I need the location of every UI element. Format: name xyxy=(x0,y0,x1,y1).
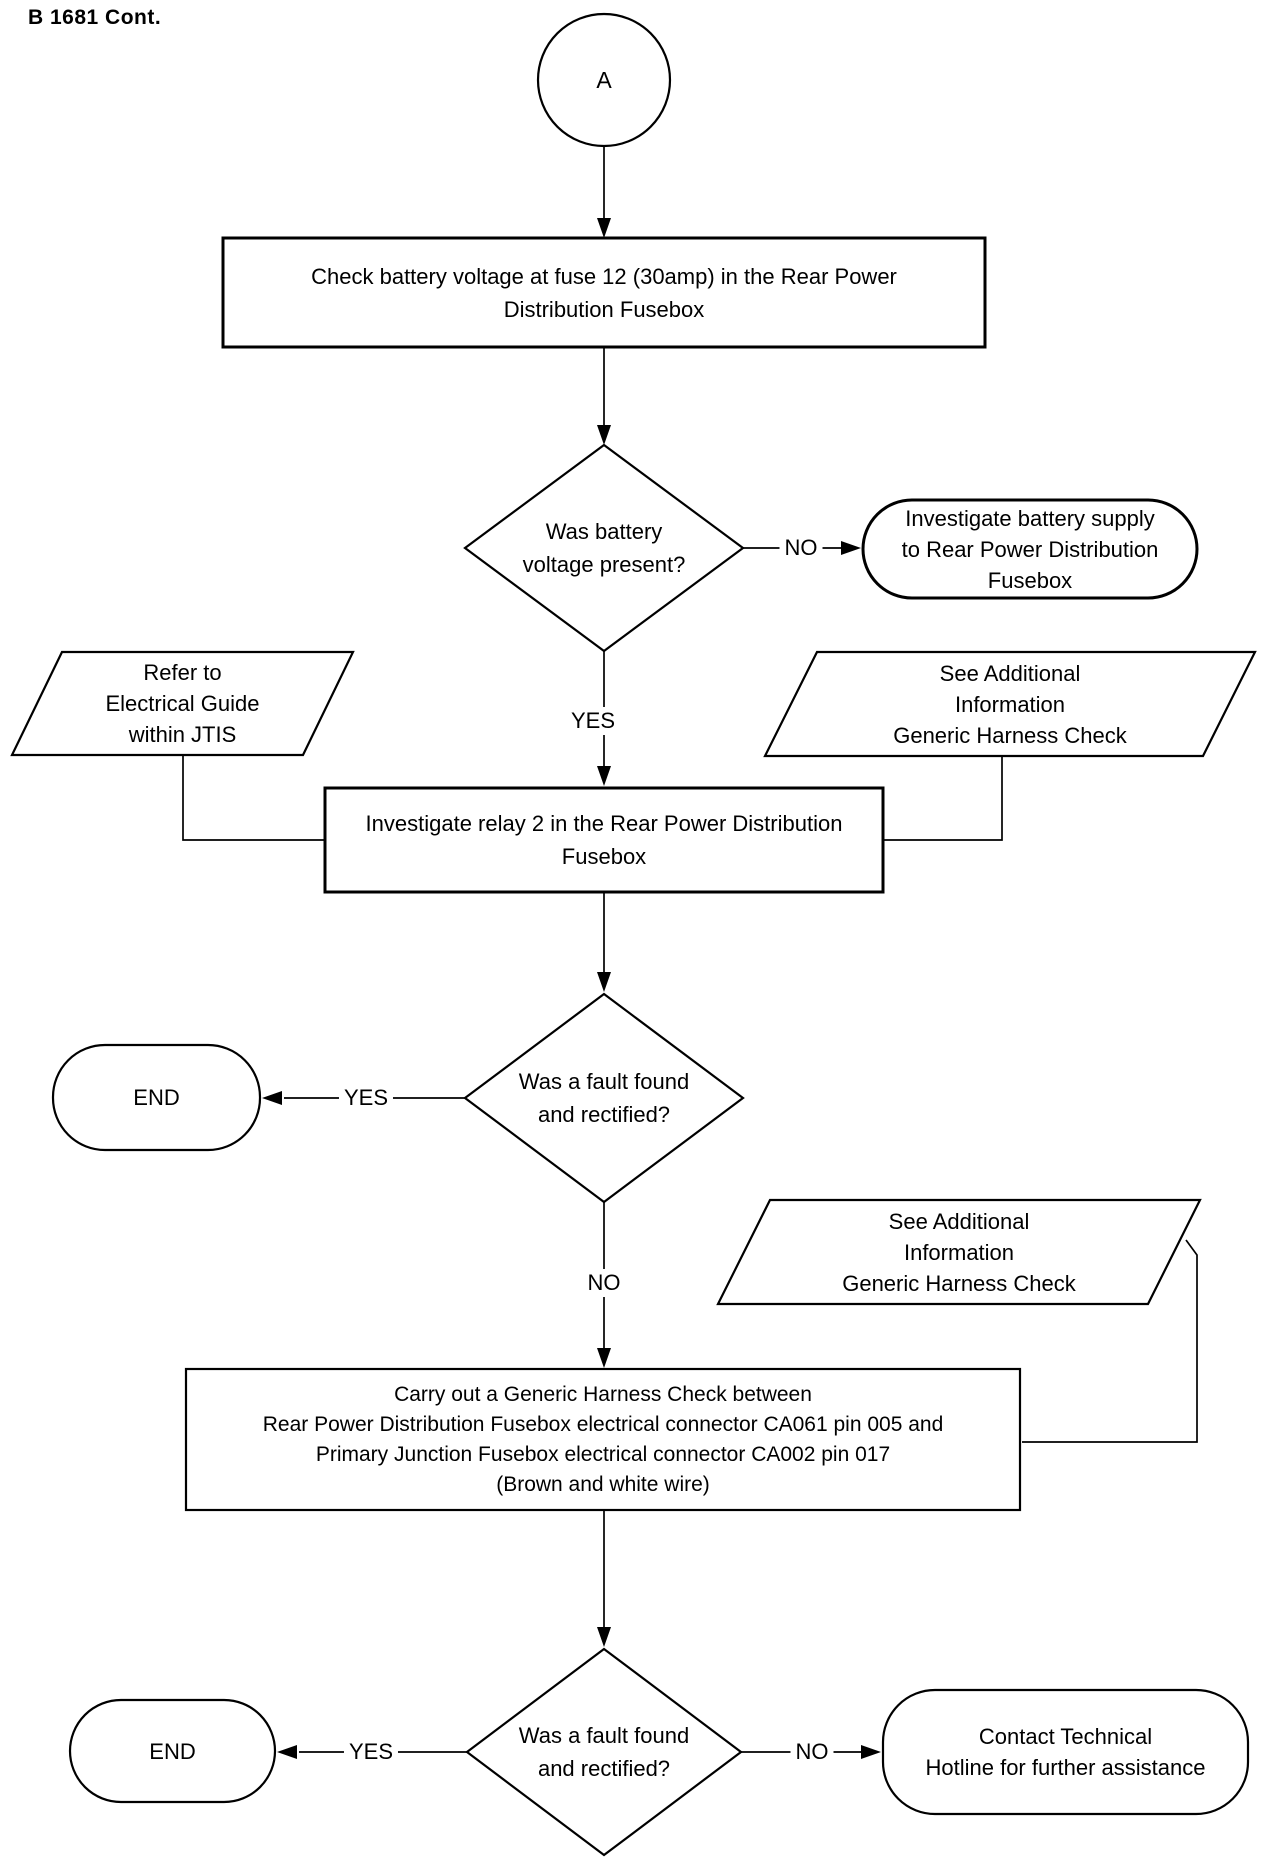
fault-rectified2-diamond xyxy=(465,1647,743,1857)
edge-label-yes3: YES xyxy=(343,1738,399,1766)
see-info2-parallelogram xyxy=(716,1198,1202,1306)
arrowhead-relay xyxy=(597,766,611,786)
see-info1-text: See Additional Information Generic Harne… xyxy=(893,660,1127,748)
refer-guide-parallelogram xyxy=(10,650,355,757)
fault-rectified2-text: Was a fault found and rectified? xyxy=(518,1723,690,1781)
harness-check-text: Carry out a Generic Harness Check betwee… xyxy=(262,1382,944,1496)
end2-text: END xyxy=(149,1738,196,1764)
investigate-relay-text: Investigate relay 2 in the Rear Power Di… xyxy=(365,811,843,869)
arrowhead-check-voltage xyxy=(597,218,611,238)
end2-terminal xyxy=(68,1698,277,1804)
arrowhead-hotline xyxy=(861,1745,881,1759)
check-voltage-box xyxy=(221,236,987,349)
edge-label-no3: NO xyxy=(790,1738,834,1766)
end1-text: END xyxy=(133,1085,180,1110)
edge-info1-to-relay xyxy=(884,756,1003,841)
refer-guide-text: Refer to Electrical Guide within JTIS xyxy=(105,660,260,747)
fault-rectified1-text: Was a fault found and rectified? xyxy=(518,1069,690,1127)
voltage-present-diamond xyxy=(463,443,745,653)
contact-hotline-terminal xyxy=(881,1688,1250,1816)
arrowhead-supply xyxy=(841,541,861,555)
see-info1-parallelogram xyxy=(763,650,1257,758)
connector-a-circle xyxy=(536,12,672,148)
arrowhead-decision3 xyxy=(597,1627,611,1647)
see-info2-text: See Additional Information Generic Harne… xyxy=(842,1208,1076,1296)
voltage-present-text: Was battery voltage present? xyxy=(522,519,686,577)
edge-label-no2: NO xyxy=(582,1269,626,1297)
edge-label-yes2: YES xyxy=(338,1084,394,1112)
page-heading: B 1681 Cont. xyxy=(28,6,162,29)
arrowhead-decision2 xyxy=(597,972,611,992)
arrowhead-end1 xyxy=(262,1091,282,1105)
arrowhead-harness xyxy=(597,1348,611,1368)
arrowhead-end2 xyxy=(277,1745,297,1759)
edge-guide-to-relay xyxy=(182,755,324,841)
arrowhead-decision1 xyxy=(597,425,611,445)
end1-terminal xyxy=(51,1043,262,1152)
harness-check-box xyxy=(184,1367,1022,1512)
connector-a-label: A xyxy=(596,66,612,93)
fault-rectified1-diamond xyxy=(463,992,745,1204)
check-voltage-text: Check battery voltage at fuse 12 (30amp)… xyxy=(311,263,897,322)
edge-label-yes1: YES xyxy=(565,707,621,735)
investigate-supply-text: Investigate battery supply to Rear Power… xyxy=(901,505,1159,593)
contact-hotline-text: Contact Technical Hotline for further as… xyxy=(925,1724,1206,1780)
edge-info2-to-harness xyxy=(1022,1239,1198,1443)
investigate-supply-terminal xyxy=(861,498,1199,600)
edge-label-no1: NO xyxy=(779,534,823,562)
investigate-relay-box xyxy=(323,786,885,894)
